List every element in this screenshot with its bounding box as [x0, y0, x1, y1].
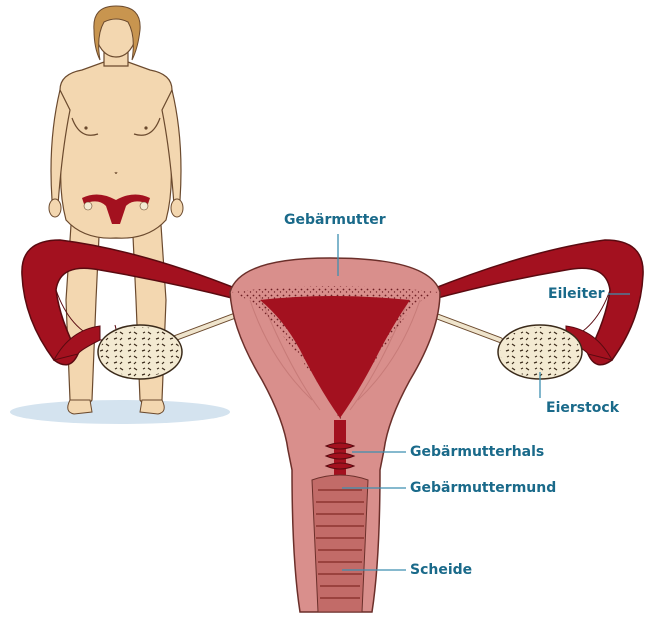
left-ovary: [98, 325, 182, 379]
label-ovary: Eierstock: [546, 400, 619, 416]
label-uterus: Gebärmutter: [284, 212, 386, 228]
label-vagina: Scheide: [410, 562, 472, 578]
figure-shadow: [10, 400, 230, 424]
label-cervix: Gebärmutterhals: [410, 444, 544, 460]
vagina: [312, 475, 368, 612]
label-cervical-os: Gebärmuttermund: [410, 480, 556, 496]
right-ovary: [498, 325, 582, 379]
cervical-canal: [334, 420, 346, 480]
label-fallopian-tube: Eileiter: [548, 286, 605, 302]
